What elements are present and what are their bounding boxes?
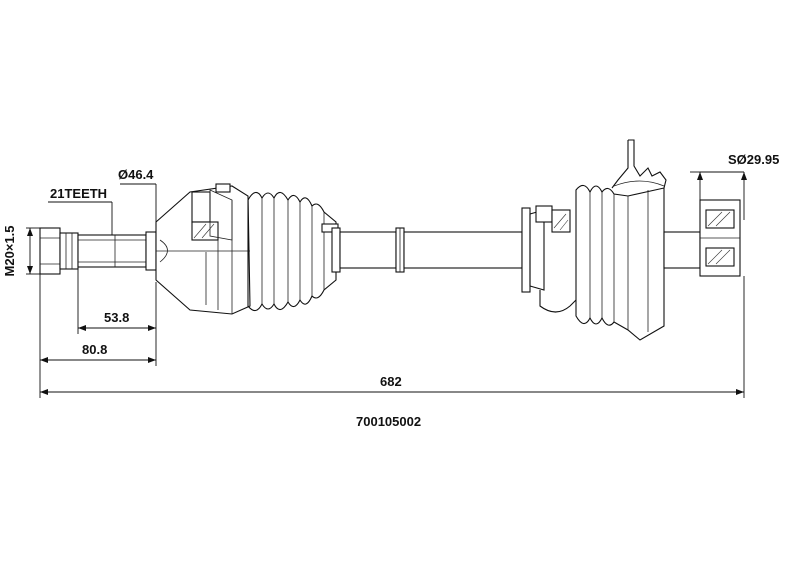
mounting-bracket: [611, 139, 667, 189]
part-number: 700105002: [356, 414, 421, 429]
spline-shaft: [77, 231, 157, 271]
teeth-callout: 21TEETH: [48, 186, 113, 235]
inner-boot: [575, 184, 665, 341]
outer-cv-joint: [155, 183, 251, 315]
inner-spline-end: [699, 199, 741, 277]
teeth-label: 21TEETH: [50, 186, 107, 201]
outer-diameter-callout: Ø46.4: [118, 167, 157, 226]
thread-dimension: M20×1.5: [2, 226, 40, 277]
dimension-80-8: 80.8: [39, 274, 157, 398]
outer-diameter-label: Ø46.4: [118, 167, 154, 182]
inner-boot-left: [521, 205, 577, 313]
spline-diameter-label: SØ29.95: [728, 152, 779, 167]
spline-diameter-callout: SØ29.95: [690, 152, 779, 220]
inner-stub-shaft: [663, 231, 701, 269]
threaded-end-nut: [39, 227, 79, 275]
dimension-682: 682: [40, 276, 745, 398]
main-shaft: [339, 227, 523, 273]
thread-label: M20×1.5: [2, 226, 17, 277]
dim-53-8-label: 53.8: [104, 310, 129, 325]
total-length-label: 682: [380, 374, 402, 389]
dim-80-8-label: 80.8: [82, 342, 107, 357]
outer-boot: [247, 191, 341, 312]
dimension-53-8: 53.8: [77, 268, 157, 334]
